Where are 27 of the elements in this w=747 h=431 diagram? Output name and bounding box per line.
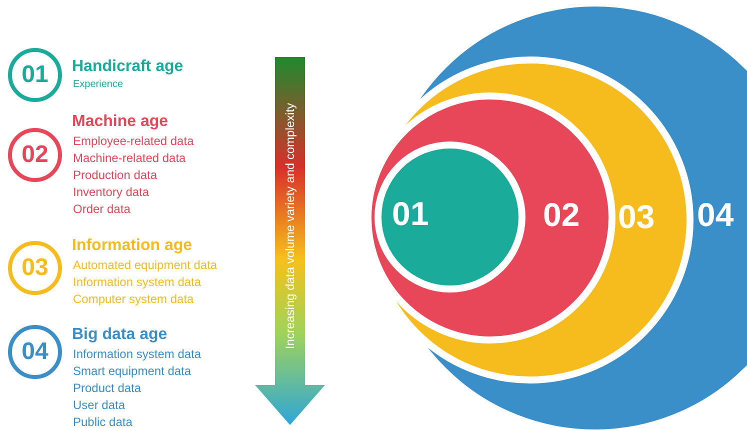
stage-number: 02 — [543, 196, 580, 234]
data-item: Inventory data — [73, 185, 150, 199]
stage-heading: Information age — [72, 237, 192, 255]
data-item: User data — [73, 398, 126, 412]
data-item: Public data — [73, 415, 132, 429]
number-badge: 02 — [8, 128, 62, 182]
data-item: Smart equipment data — [73, 364, 192, 378]
data-item: Production data — [73, 168, 158, 182]
data-item: Information system data — [73, 347, 202, 361]
number-badge: 01 — [8, 48, 62, 102]
data-item: Computer system data — [73, 292, 194, 306]
stage-number: 04 — [697, 196, 734, 234]
data-item: Employee-related data — [73, 134, 194, 148]
data-item: Information system data — [73, 275, 202, 289]
data-item: Product data — [73, 381, 142, 395]
stage-heading: Handicraft age — [72, 58, 184, 76]
number-badge: 03 — [8, 241, 62, 295]
number-badge: 04 — [8, 325, 62, 379]
stage-heading: Machine age — [72, 113, 168, 131]
data-item: Experience — [73, 79, 124, 90]
stage-heading: Big data age — [72, 326, 168, 344]
arrow-label: Increasing data volume variety and complexity — [283, 102, 297, 350]
data-item: Automated equipment data — [73, 258, 218, 272]
stage-number: 01 — [392, 195, 429, 233]
stage-number: 03 — [618, 198, 655, 236]
data-item: Machine-related data — [73, 151, 186, 165]
data-item: Order data — [73, 202, 130, 216]
